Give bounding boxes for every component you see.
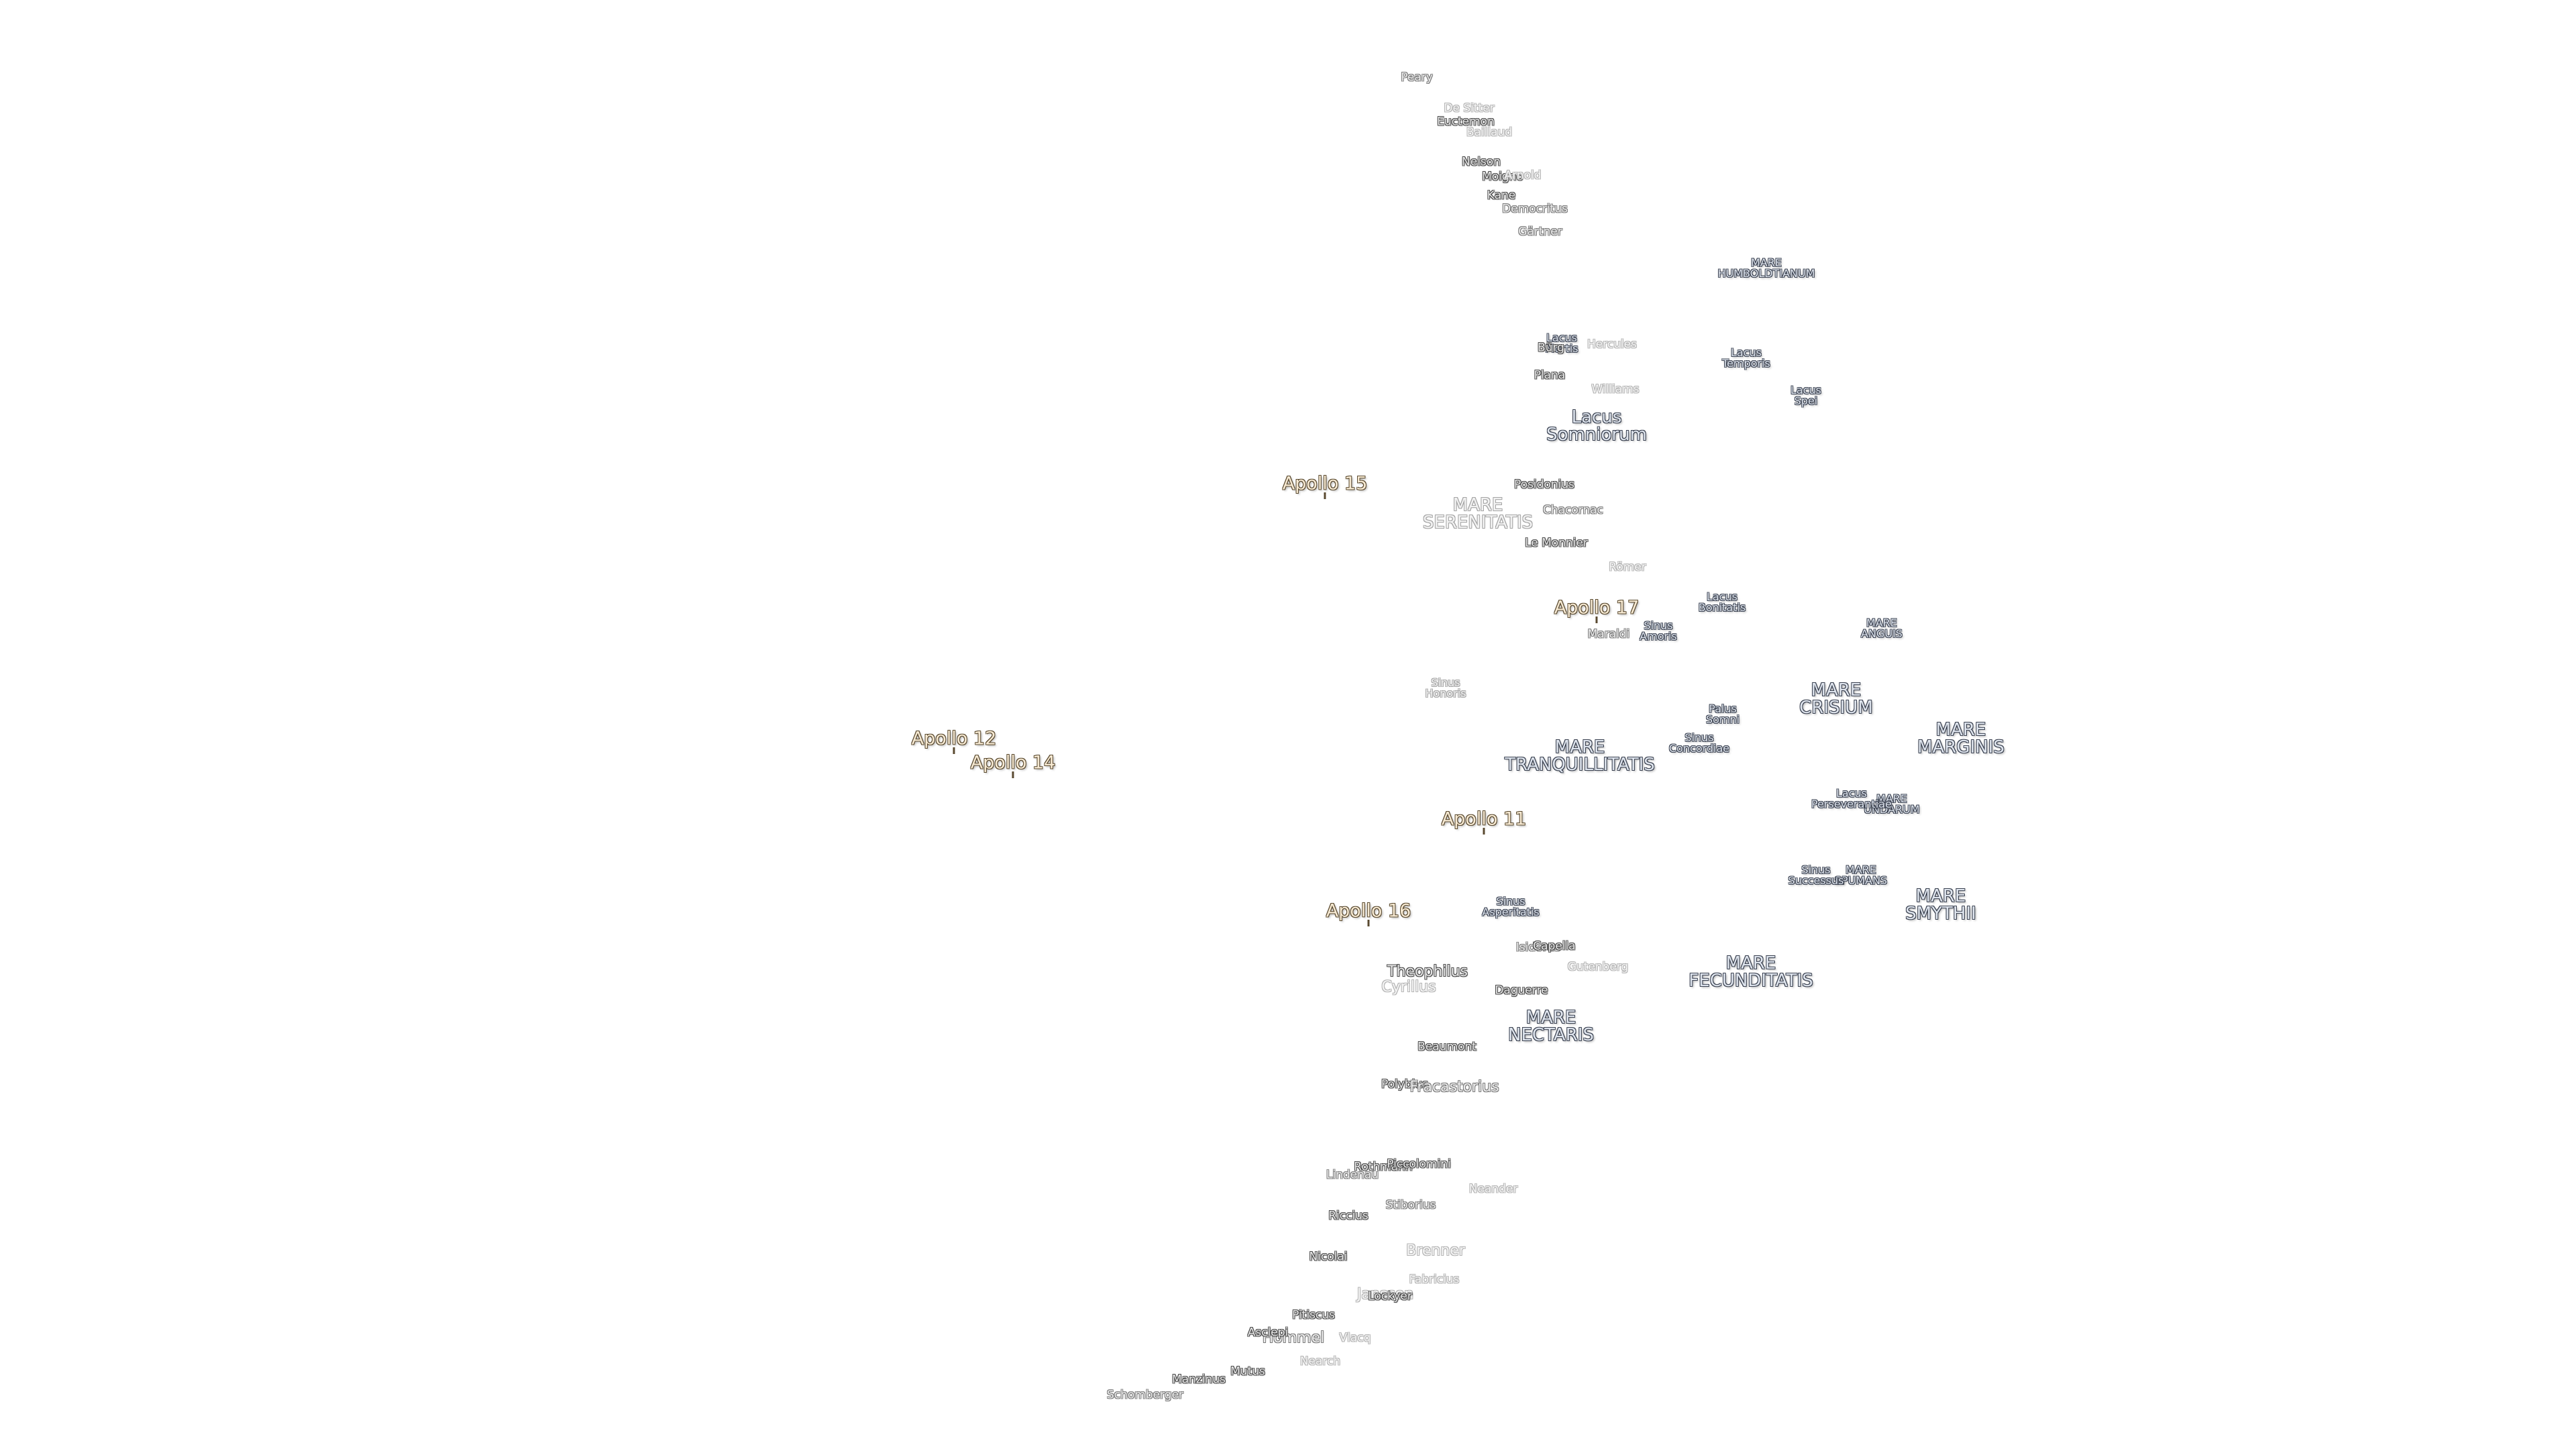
apollo-15-marker[interactable] xyxy=(1324,492,1326,499)
mare-label-sinus-successus: Sinus Successus xyxy=(1788,863,1844,887)
crater-label-brenner: Brenner xyxy=(1406,1242,1465,1259)
crater-label-le-monnier: Le Monnier xyxy=(1525,536,1588,550)
mare-label-serenitatis: MARE SERENITATIS xyxy=(1422,495,1534,533)
crater-label-de-sitter: De Sitter xyxy=(1444,101,1495,115)
mare-label-crisium: MARE CRISIUM xyxy=(1799,680,1873,718)
crater-label-moigno: Moigno xyxy=(1482,170,1523,184)
mare-label-humboldtianum: MARE HUMBOLDTIANUM xyxy=(1717,256,1815,280)
crater-label-capella: Capella xyxy=(1533,939,1576,953)
mare-label-sinus-asperitatis: Sinus Asperitatis xyxy=(1482,895,1540,918)
crater-label-asclepi: Asclepi xyxy=(1247,1326,1289,1340)
crater-label-burg: Bürg xyxy=(1538,341,1564,355)
apollo-12-marker[interactable] xyxy=(953,747,955,754)
mare-label-lacus-temporis: Lacus Temporis xyxy=(1722,346,1770,370)
crater-label-plana: Plana xyxy=(1534,368,1566,382)
mare-label-spumans: MARE SPUMANS xyxy=(1834,863,1888,887)
crater-label-posidonius: Posidonius xyxy=(1514,478,1574,492)
crater-label-rothmann: Rothmann xyxy=(1354,1160,1413,1174)
crater-label-arnold: Arnold xyxy=(1504,168,1542,182)
crater-label-vlacq: Vlacq xyxy=(1339,1331,1371,1345)
crater-label-daguerre: Daguerre xyxy=(1495,983,1548,998)
mare-label-marginis: MARE MARGINIS xyxy=(1917,720,2004,757)
crater-label-peary: Peary xyxy=(1401,70,1433,85)
crater-label-gartner: Gärtner xyxy=(1518,225,1562,239)
crater-label-lockyer: Lockyer xyxy=(1368,1289,1412,1303)
apollo-17-marker[interactable] xyxy=(1595,616,1598,623)
mare-label-lacus-spei: Lacus Spei xyxy=(1790,384,1821,407)
crater-label-pitiscus: Pitiscus xyxy=(1292,1308,1335,1322)
mare-label-nectaris: MARE NECTARIS xyxy=(1508,1008,1594,1045)
apollo-16-label[interactable]: Apollo 16 xyxy=(1326,900,1411,922)
apollo-16-marker[interactable] xyxy=(1367,920,1370,926)
crater-label-theophilus: Theophilus xyxy=(1387,963,1468,980)
mare-label-sinus-honoris: Sinus Honoris xyxy=(1425,676,1466,700)
apollo-12-label[interactable]: Apollo 12 xyxy=(911,728,997,749)
apollo-11-label[interactable]: Apollo 11 xyxy=(1441,808,1527,830)
mare-label-sinus-amoris: Sinus Amoris xyxy=(1640,619,1677,643)
crater-label-polybius: Polybius xyxy=(1381,1077,1428,1091)
mare-label-sinus-concordiae: Sinus Concordiae xyxy=(1668,731,1730,755)
crater-label-isidorus: Isidorus xyxy=(1515,941,1561,955)
crater-label-romer: Römer xyxy=(1609,560,1646,574)
mare-label-lacus-somniorum: Lacus Somniorum xyxy=(1546,407,1647,445)
crater-label-kane: Kane xyxy=(1487,189,1516,203)
crater-label-hercules: Hercules xyxy=(1587,337,1638,352)
mare-label-tranquillitatis: MARE TRANQUILLITATIS xyxy=(1505,737,1655,775)
crater-label-chacornac: Chacornac xyxy=(1542,503,1604,517)
mare-label-lacus-perseverantiae: Lacus Perseverantiae xyxy=(1811,787,1892,810)
mare-label-smythii: MARE SMYTHII xyxy=(1905,886,1976,924)
crater-label-beaumont: Beaumont xyxy=(1417,1040,1477,1054)
apollo-15-label[interactable]: Apollo 15 xyxy=(1282,473,1368,494)
mare-label-fecunditatis: MARE FECUNDITATIS xyxy=(1688,953,1813,991)
apollo-17-label[interactable]: Apollo 17 xyxy=(1554,597,1640,619)
crater-label-mutus: Mutus xyxy=(1230,1364,1265,1379)
crater-label-williams: Williams xyxy=(1591,382,1640,396)
mare-label-lacus-bonitatis: Lacus Bonitatis xyxy=(1698,590,1746,614)
mare-label-anguis: MARE ANGUIS xyxy=(1861,616,1902,640)
mare-label-undarum: MARE UNDARUM xyxy=(1864,792,1920,816)
mare-label-palus-somni: Palus Somni xyxy=(1705,702,1740,726)
mare-label-lacus-mortis: Lacus Mortis xyxy=(1545,331,1578,355)
crater-label-gutenberg: Gutenberg xyxy=(1567,960,1629,974)
crater-label-riccius: Riccius xyxy=(1328,1209,1368,1223)
crater-label-lindenau: Lindenau xyxy=(1326,1168,1379,1182)
crater-label-cyrillus: Cyrillus xyxy=(1381,979,1436,996)
apollo-14-marker[interactable] xyxy=(1012,771,1014,778)
crater-label-manzinus: Manzinus xyxy=(1172,1373,1226,1387)
crater-label-neander: Neander xyxy=(1468,1182,1518,1196)
crater-label-fracastorius: Fracastorius xyxy=(1409,1079,1499,1095)
crater-label-fabricius: Fabricius xyxy=(1409,1273,1460,1287)
crater-label-schomberger: Schomberger xyxy=(1106,1388,1184,1402)
crater-label-nelson: Nelson xyxy=(1462,155,1501,169)
crater-label-piccolomini: Piccolomini xyxy=(1387,1157,1451,1171)
apollo-11-marker[interactable] xyxy=(1483,828,1485,835)
crater-label-democritus: Democritus xyxy=(1502,202,1568,216)
crater-label-euctemon: Euctemon xyxy=(1437,115,1495,129)
crater-label-stiborius: Stiborius xyxy=(1385,1198,1436,1212)
crater-label-janssen: Janssen xyxy=(1356,1286,1414,1303)
crater-label-baillaud: Baillaud xyxy=(1466,125,1513,140)
crater-label-nicolai: Nicolai xyxy=(1309,1250,1348,1264)
crater-label-nearch: Nearch xyxy=(1299,1354,1341,1368)
crater-label-hommel: Hommel xyxy=(1262,1330,1325,1346)
crater-label-maraldi: Maraldi xyxy=(1587,627,1630,641)
apollo-14-label[interactable]: Apollo 14 xyxy=(970,752,1056,773)
